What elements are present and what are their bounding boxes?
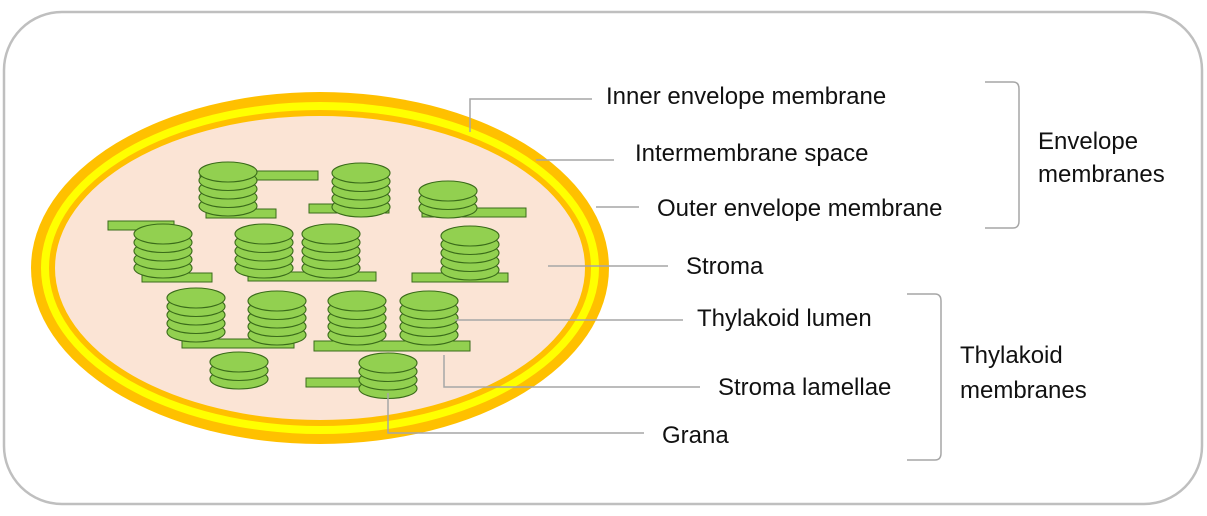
granum-stack <box>359 353 417 399</box>
thylakoid-disc <box>248 291 306 311</box>
granum-stack <box>134 224 192 278</box>
thylakoid-disc <box>332 163 390 183</box>
granum-stack <box>167 288 225 342</box>
label-grana: Grana <box>662 422 729 449</box>
label-stroma-lamellae: Stroma lamellae <box>718 374 891 401</box>
granum-stack <box>419 181 477 218</box>
granum-stack <box>332 163 390 217</box>
label-inner-envelope-membrane: Inner envelope membrane <box>606 83 886 110</box>
granum-stack <box>328 291 386 345</box>
granum-stack <box>302 224 360 278</box>
group-envelope-line2: membranes <box>1038 161 1165 188</box>
granum-stack <box>248 291 306 345</box>
chloroplast <box>31 92 609 444</box>
thylakoid-disc <box>199 162 257 182</box>
thylakoid-disc <box>302 224 360 244</box>
granum-stack <box>441 226 499 280</box>
granum-stack <box>210 352 268 389</box>
label-stroma: Stroma <box>686 253 764 280</box>
granum-stack <box>199 162 257 216</box>
thylakoid-disc <box>359 353 417 373</box>
thylakoid-disc <box>134 224 192 244</box>
group-envelope-line1: Envelope <box>1038 128 1138 155</box>
label-thylakoid-lumen: Thylakoid lumen <box>697 305 872 332</box>
thylakoid-disc <box>400 291 458 311</box>
thylakoid-disc <box>167 288 225 308</box>
thylakoid-disc <box>441 226 499 246</box>
thylakoid-disc <box>328 291 386 311</box>
thylakoid-disc <box>210 352 268 372</box>
label-intermembrane-space: Intermembrane space <box>635 140 868 167</box>
label-outer-envelope-membrane: Outer envelope membrane <box>657 195 943 222</box>
group-thylakoid-line1: Thylakoid <box>960 342 1063 369</box>
thylakoid-disc <box>235 224 293 244</box>
group-thylakoid-line2: membranes <box>960 377 1087 404</box>
granum-stack <box>235 224 293 278</box>
granum-stack <box>400 291 458 345</box>
thylakoid-disc <box>419 181 477 201</box>
